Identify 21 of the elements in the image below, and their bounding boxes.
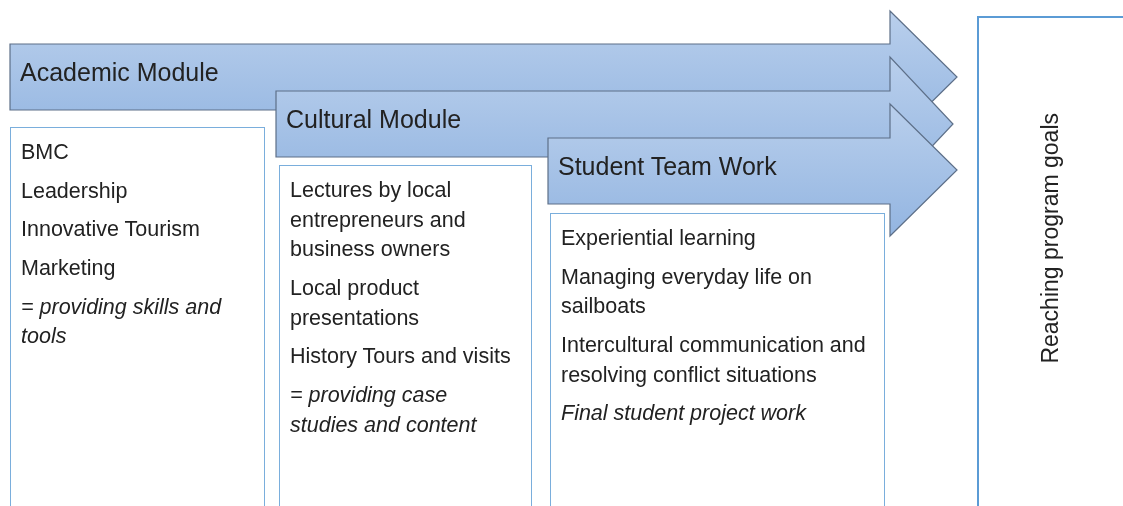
content-box xyxy=(10,127,265,506)
module-title: Academic Module xyxy=(20,58,219,87)
list-item: Leadership xyxy=(21,177,129,205)
list-item: Experiential learning xyxy=(561,225,757,252)
list-item: Marketing xyxy=(21,254,117,282)
module-title: Student Team Work xyxy=(558,152,777,181)
list-item: Lectures by local entrepreneurs and business owners xyxy=(290,177,467,264)
list-item: = providing skills and tools xyxy=(21,293,223,351)
module-title: Cultural Module xyxy=(286,105,462,134)
list-item: History Tours and visits xyxy=(290,343,512,371)
list-item: = providing case studies and content xyxy=(290,381,478,439)
list-item: BMC xyxy=(21,139,70,166)
goal-text: Reaching program goals xyxy=(1037,113,1064,364)
list-item: Intercultural communication and resolving conflict situations xyxy=(561,331,867,389)
list-item: Managing everyday life on sailboats xyxy=(561,263,813,321)
goal-box xyxy=(977,16,1123,506)
list-item: Local product presentations xyxy=(290,274,421,332)
content-box xyxy=(279,165,532,506)
content-box xyxy=(550,213,885,506)
list-item: Final student project work xyxy=(561,400,808,428)
list-item: Innovative Tourism xyxy=(21,216,201,244)
